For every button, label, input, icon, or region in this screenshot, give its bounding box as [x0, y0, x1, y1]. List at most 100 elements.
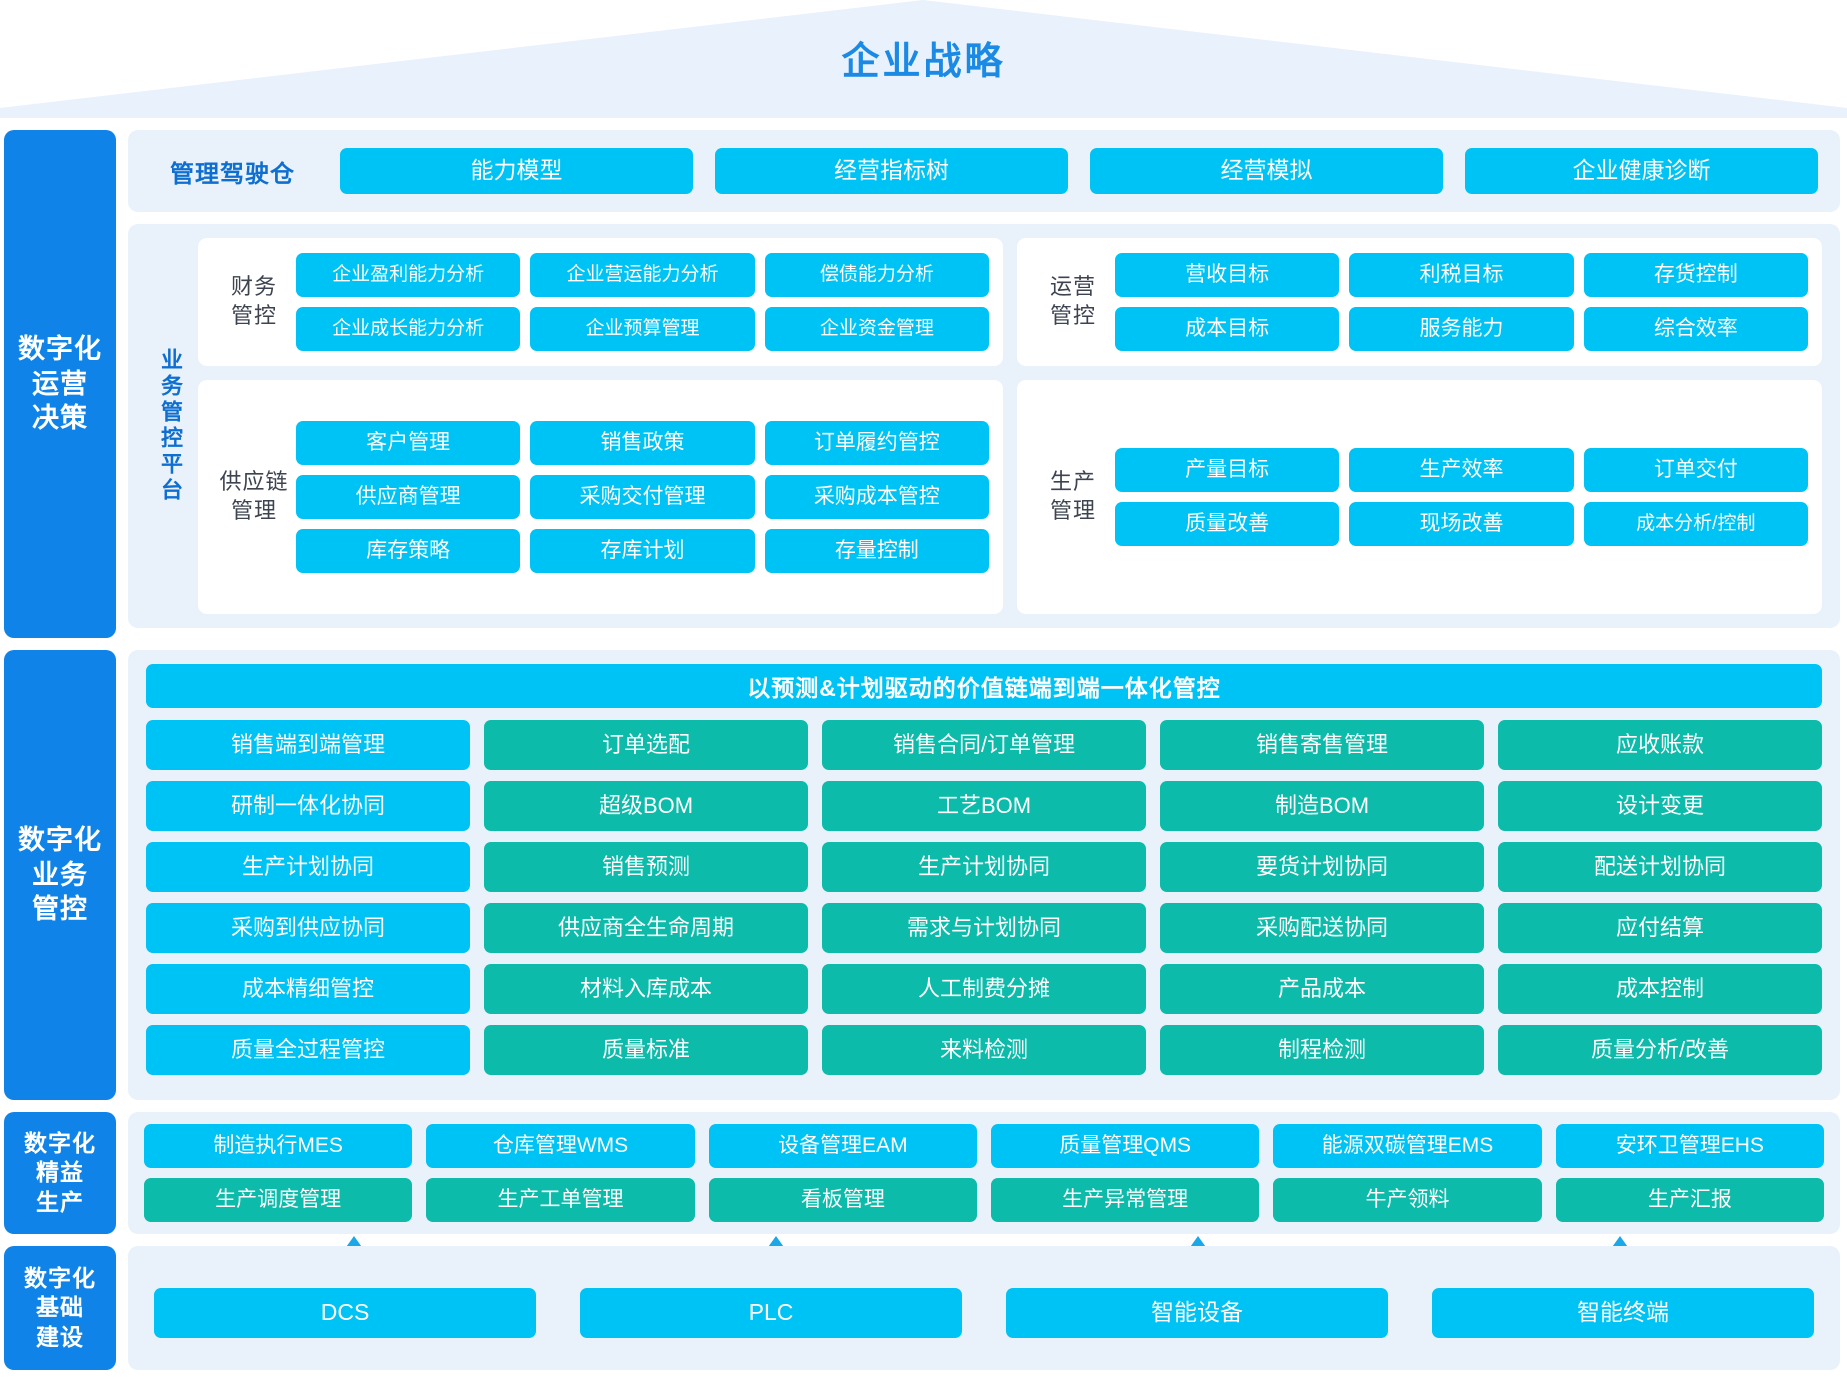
group-title-operations: 运营 管控 — [1049, 274, 1096, 328]
chip-prod-4[interactable]: 质量改善 — [1115, 502, 1340, 546]
chip-prod-6[interactable]: 成本分析/控制 — [1583, 502, 1808, 546]
chip-supply-5[interactable]: 采购交付管理 — [530, 475, 755, 519]
lean-ehs[interactable]: 安环卫管理EHS — [1555, 1124, 1824, 1168]
biz-cell-r5c5[interactable]: 成本控制 — [1498, 964, 1822, 1014]
biz-cell-r3c4[interactable]: 要货计划协同 — [1160, 842, 1484, 892]
biz-cell-r2c4[interactable]: 制造BOM — [1160, 781, 1484, 831]
biz-cell-r3c1[interactable]: 生产计划协同 — [146, 842, 470, 892]
biz-cell-r5c3[interactable]: 人工制费分摊 — [822, 964, 1146, 1014]
chip-supply-7[interactable]: 库存策略 — [296, 529, 521, 573]
biz-cell-r2c5[interactable]: 设计变更 — [1498, 781, 1822, 831]
biz-cell-r1c3[interactable]: 销售合同/订单管理 — [822, 720, 1146, 770]
biz-cell-r1c5[interactable]: 应收账款 — [1498, 720, 1822, 770]
biz-cell-r4c2[interactable]: 供应商全生命周期 — [484, 903, 808, 953]
biz-cell-r1c2[interactable]: 订单选配 — [484, 720, 808, 770]
lean-scheduling[interactable]: 生产调度管理 — [144, 1178, 413, 1222]
biz-cell-r2c3[interactable]: 工艺BOM — [822, 781, 1146, 831]
lean-exception[interactable]: 生产异常管理 — [991, 1178, 1260, 1222]
biz-cell-r2c1[interactable]: 研制一体化协同 — [146, 781, 470, 831]
chip-prod-3[interactable]: 订单交付 — [1583, 448, 1808, 492]
lean-ems[interactable]: 能源双碳管理EMS — [1273, 1124, 1542, 1168]
rail-label: 数字化 运营 决策 — [18, 334, 102, 434]
cockpit-button-health-diagnosis[interactable]: 企业健康诊断 — [1465, 148, 1818, 194]
biz-cell-r5c1[interactable]: 成本精细管控 — [146, 964, 470, 1014]
biz-cell-r4c3[interactable]: 需求与计划协同 — [822, 903, 1146, 953]
chip-prod-1[interactable]: 产量目标 — [1115, 448, 1340, 492]
rail-infrastructure[interactable]: 数字化 基础 建设 — [4, 1246, 116, 1370]
cockpit-button-business-simulation[interactable]: 经营模拟 — [1090, 148, 1443, 194]
chip-supply-1[interactable]: 客户管理 — [296, 421, 521, 465]
lean-production-section: 制造执行MES 仓库管理WMS 设备管理EAM 质量管理QMS 能源双碳管理EM… — [128, 1112, 1840, 1234]
biz-cell-r6c5[interactable]: 质量分析/改善 — [1498, 1025, 1822, 1075]
chip-ops-1[interactable]: 营收目标 — [1115, 253, 1340, 297]
chip-supply-4[interactable]: 供应商管理 — [296, 475, 521, 519]
group-title-supply-chain: 供应链 管理 — [219, 469, 289, 523]
rail-operations-decision[interactable]: 数字化 运营 决策 — [4, 130, 116, 638]
biz-cell-r3c5[interactable]: 配送计划协同 — [1498, 842, 1822, 892]
rail-label: 数字化 基础 建设 — [24, 1264, 96, 1350]
chip-supply-6[interactable]: 采购成本管控 — [764, 475, 989, 519]
business-control-banner: 以预测&计划驱动的价值链端到端一体化管控 — [146, 664, 1822, 708]
biz-cell-r1c1[interactable]: 销售端到端管理 — [146, 720, 470, 770]
biz-cell-r6c3[interactable]: 来料检测 — [822, 1025, 1146, 1075]
infra-smart-terminal[interactable]: 智能终端 — [1432, 1288, 1814, 1338]
cockpit-button-capability-model[interactable]: 能力模型 — [340, 148, 693, 194]
chip-prod-2[interactable]: 生产效率 — [1349, 448, 1574, 492]
chip-finance-1[interactable]: 企业盈利能力分析 — [296, 253, 521, 297]
lean-work-order[interactable]: 生产工单管理 — [426, 1178, 695, 1222]
biz-cell-r4c1[interactable]: 采购到供应协同 — [146, 903, 470, 953]
biz-cell-r6c4[interactable]: 制程检测 — [1160, 1025, 1484, 1075]
biz-cell-r6c1[interactable]: 质量全过程管控 — [146, 1025, 470, 1075]
biz-cell-r2c2[interactable]: 超级BOM — [484, 781, 808, 831]
biz-cell-r4c4[interactable]: 采购配送协同 — [1160, 903, 1484, 953]
biz-cell-r5c4[interactable]: 产品成本 — [1160, 964, 1484, 1014]
group-title-finance: 财务 管控 — [230, 274, 277, 328]
chip-supply-9[interactable]: 存量控制 — [764, 529, 989, 573]
lean-eam[interactable]: 设备管理EAM — [708, 1124, 977, 1168]
lean-material-picking[interactable]: 牛产领料 — [1273, 1178, 1542, 1222]
infrastructure-section: DCS PLC 智能设备 智能终端 — [128, 1246, 1840, 1370]
chip-ops-6[interactable]: 综合效率 — [1583, 307, 1808, 351]
chip-supply-2[interactable]: 销售政策 — [530, 421, 755, 465]
group-production-management: 生产 管理 产量目标 生产效率 订单交付 质量改善 现场改善 成本分析/控制 — [1017, 380, 1822, 614]
lean-production-grid: 制造执行MES 仓库管理WMS 设备管理EAM 质量管理QMS 能源双碳管理EM… — [144, 1124, 1824, 1222]
biz-cell-r1c4[interactable]: 销售寄售管理 — [1160, 720, 1484, 770]
chip-ops-3[interactable]: 存货控制 — [1583, 253, 1808, 297]
chip-finance-2[interactable]: 企业营运能力分析 — [530, 253, 755, 297]
group-title-production: 生产 管理 — [1049, 469, 1096, 523]
chip-finance-3[interactable]: 偿债能力分析 — [764, 253, 989, 297]
chip-finance-5[interactable]: 企业预算管理 — [530, 307, 755, 351]
chip-ops-4[interactable]: 成本目标 — [1115, 307, 1340, 351]
group-supply-chain: 供应链 管理 客户管理 销售政策 订单履约管控 供应商管理 采购交付管理 采购成… — [198, 380, 1003, 614]
rail-business-control[interactable]: 数字化 业务 管控 — [4, 650, 116, 1100]
rail-label: 数字化 精益 生产 — [24, 1129, 96, 1215]
biz-cell-r3c3[interactable]: 生产计划协同 — [822, 842, 1146, 892]
cockpit-button-kpi-tree[interactable]: 经营指标树 — [715, 148, 1068, 194]
group-finance-control: 财务 管控 企业盈利能力分析 企业营运能力分析 偿债能力分析 企业成长能力分析 … — [198, 238, 1003, 366]
chip-finance-4[interactable]: 企业成长能力分析 — [296, 307, 521, 351]
chip-ops-2[interactable]: 利税目标 — [1349, 253, 1574, 297]
lean-wms[interactable]: 仓库管理WMS — [426, 1124, 695, 1168]
infra-smart-equipment[interactable]: 智能设备 — [1006, 1288, 1388, 1338]
lean-mes[interactable]: 制造执行MES — [144, 1124, 413, 1168]
biz-cell-r5c2[interactable]: 材料入库成本 — [484, 964, 808, 1014]
chip-ops-5[interactable]: 服务能力 — [1349, 307, 1574, 351]
lean-kanban[interactable]: 看板管理 — [708, 1178, 977, 1222]
biz-cell-r4c5[interactable]: 应付结算 — [1498, 903, 1822, 953]
business-control-platform-section: 业务管控平台 财务 管控 企业盈利能力分析 企业营运能力分析 偿债能力分析 企业… — [128, 224, 1840, 628]
management-cockpit-section: 管理驾驶仓 能力模型 经营指标树 经营模拟 企业健康诊断 — [128, 130, 1840, 212]
chip-supply-3[interactable]: 订单履约管控 — [764, 421, 989, 465]
lean-qms[interactable]: 质量管理QMS — [991, 1124, 1260, 1168]
biz-cell-r6c2[interactable]: 质量标准 — [484, 1025, 808, 1075]
biz-cell-r3c2[interactable]: 销售预测 — [484, 842, 808, 892]
chip-supply-8[interactable]: 存库计划 — [530, 529, 755, 573]
chip-finance-6[interactable]: 企业资金管理 — [764, 307, 989, 351]
roof-shape-icon — [0, 0, 1847, 118]
chip-prod-5[interactable]: 现场改善 — [1349, 502, 1574, 546]
platform-vertical-label: 业务管控平台 — [158, 348, 183, 504]
lean-report[interactable]: 生产汇报 — [1555, 1178, 1824, 1222]
infra-dcs[interactable]: DCS — [154, 1288, 536, 1338]
infra-plc[interactable]: PLC — [580, 1288, 962, 1338]
business-control-grid: 销售端到端管理 订单选配 销售合同/订单管理 销售寄售管理 应收账款 研制一体化… — [146, 720, 1822, 1075]
rail-lean-production[interactable]: 数字化 精益 生产 — [4, 1112, 116, 1234]
